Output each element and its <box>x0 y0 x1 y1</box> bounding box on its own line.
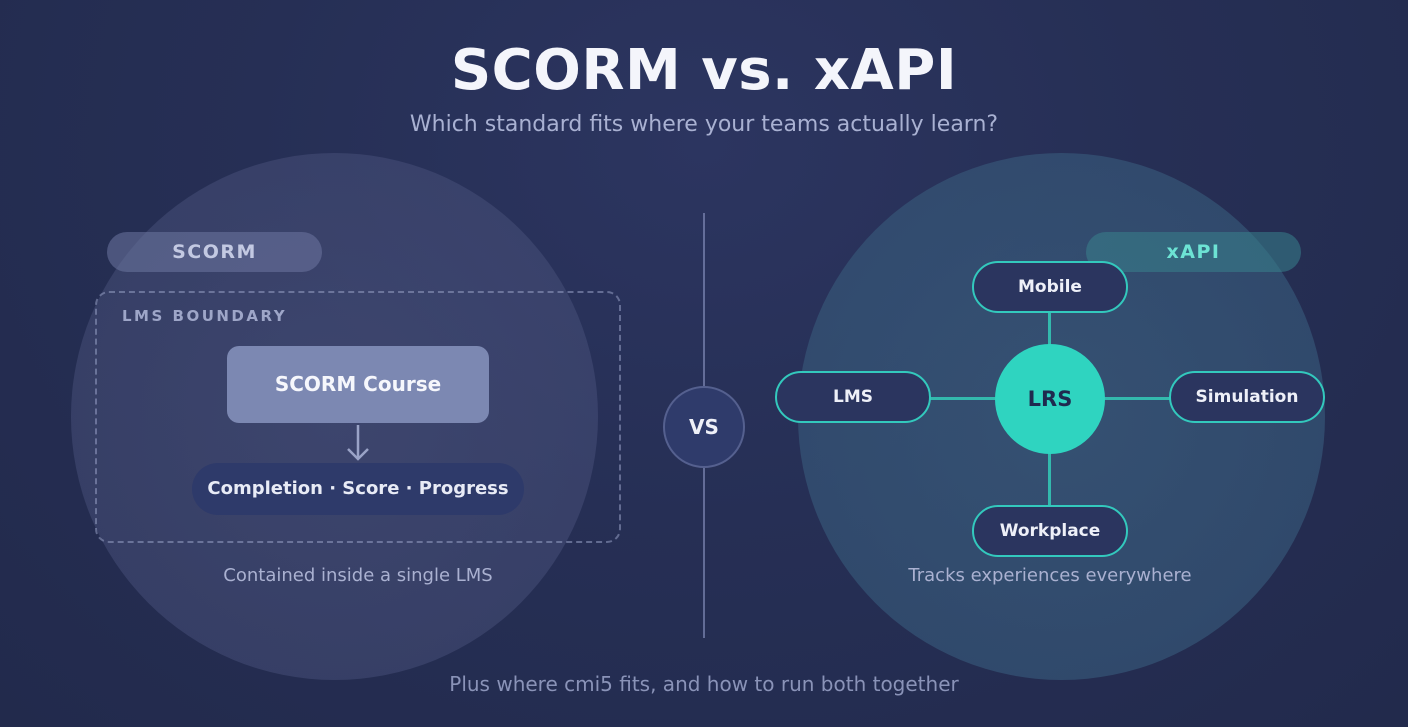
divider-line-bottom <box>703 468 705 638</box>
xapi-label: xAPI <box>1086 232 1301 272</box>
connector-top <box>1048 312 1051 346</box>
divider-line-top <box>703 213 705 386</box>
scorm-caption: Contained inside a single LMS <box>223 565 493 586</box>
xapi-node-lms: LMS <box>775 371 931 423</box>
page-subtitle: Which standard fits where your teams act… <box>409 112 999 137</box>
connector-left <box>930 397 997 400</box>
connector-bottom <box>1048 452 1051 506</box>
scorm-course-box: SCORM Course <box>227 346 489 423</box>
xapi-node-mobile: Mobile <box>972 261 1128 313</box>
vs-badge: VS <box>663 386 745 468</box>
lrs-hub: LRS <box>995 344 1105 454</box>
connector-right <box>1103 397 1170 400</box>
xapi-caption: Tracks experiences everywhere <box>908 565 1192 586</box>
footer-note: Plus where cmi5 fits, and how to run bot… <box>449 672 959 696</box>
page-title: SCORM vs. xAPI <box>450 38 958 103</box>
xapi-node-simulation: Simulation <box>1169 371 1325 423</box>
lms-boundary <box>95 291 621 543</box>
scorm-label: SCORM <box>107 232 322 272</box>
scorm-metrics-pill: Completion · Score · Progress <box>192 463 524 515</box>
down-arrow-icon <box>347 425 369 461</box>
xapi-node-workplace: Workplace <box>972 505 1128 557</box>
lms-boundary-label: LMS BOUNDARY <box>122 307 288 325</box>
